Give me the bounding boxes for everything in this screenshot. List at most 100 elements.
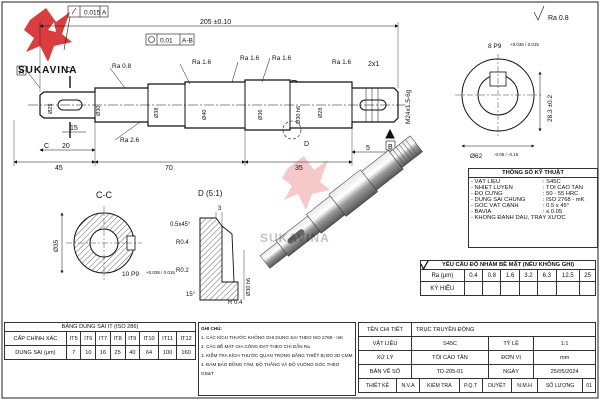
tolerance-value: 100 [157, 345, 178, 360]
det-dia-30h6: Ø30 h6 [246, 278, 252, 296]
tolerance-grade: IT12 [176, 331, 196, 346]
tolerance-value-label: DUNG SAI (μm) [4, 345, 67, 360]
det-r04a: R0.4 [176, 240, 189, 246]
tolerance-box: BẢNG DUNG SAI IT (ISO 286) CẤP CHÍNH XÁC… [4, 322, 196, 360]
ra-label-6: Ra 2.6 [120, 137, 140, 144]
spec-key: - KHÔNG ĐÁNH DẤU, TRẦY XƯỚC [471, 215, 566, 221]
detail-d-view [199, 212, 245, 301]
ra-label-4: Ra 1.6 [272, 55, 292, 62]
len-70: 70 [165, 165, 173, 172]
key-8-p9: 8 P9 [488, 43, 502, 50]
tb-approve-label: DUYỆT [481, 378, 513, 394]
ra-corner-label: Ra 0.8 [548, 15, 569, 22]
spec-key: - ĐỘ CỨNG [471, 191, 503, 197]
spec-table: - VẬT LIỆU : S45C - NHIỆT LUYỆN : TÔI CAO T… [469, 179, 597, 221]
len-15: 15 [70, 125, 78, 132]
tolerance-value: 40 [124, 345, 141, 360]
det-15deg: 15° [186, 292, 196, 298]
tolerance-grade: IT10 [139, 331, 159, 346]
dia-30-h6: Ø30 h6 [296, 106, 302, 124]
title-block: TÊN CHI TIẾT TRỤC TRUYỀN ĐỘNG VẬT LIỆU S… [358, 322, 596, 394]
tb-treat: TÔI CAO TẦN [411, 350, 489, 365]
concentricity-value: 0.01 [160, 38, 173, 45]
spec-row: - VẬT LIỆU : S45C [469, 179, 597, 185]
ra-label-1: Ra 0.8 [112, 63, 132, 70]
dia-36: Ø36 [258, 110, 264, 120]
tolerance-value: 10 [80, 345, 97, 360]
det-3: 3 [218, 206, 222, 212]
notes-box: GHI CHÚ: 1. CÁC KÍCH THƯỚC KHÔNG GHI DUN… [198, 322, 356, 396]
note-item: 4. ĐẢM BẢO ĐỒNG TÂM, ĐỘ THẲNG VÀ ĐỘ VUÔN… [201, 362, 340, 376]
total-length-dim: 205 ±0.10 [200, 19, 231, 26]
roughness-symbol-icon [420, 260, 502, 296]
tb-design: N.V.A [395, 378, 421, 394]
spec-key: - DUNG SAI CHUNG [471, 197, 526, 203]
det-r04b: R 0.4 [228, 300, 243, 306]
tolerance-grade: IT6 [80, 331, 97, 346]
ra-label-5: Ra 1.6 [332, 59, 352, 66]
tb-design-label: THIẾT KẾ [358, 378, 397, 394]
cc-key-10p9: 10 P9 [122, 271, 139, 278]
tolerance-title: BẢNG DUNG SAI IT (ISO 286) [4, 322, 196, 331]
brand-logo [24, 8, 72, 62]
spec-value: : S45C [542, 179, 561, 185]
roughness-symbol-icon [420, 260, 484, 296]
roughness-value: 0.4 [463, 269, 484, 282]
tb-qty: 01 [582, 378, 596, 394]
roughness-symbol-icon [420, 260, 520, 296]
tolerance-value: 7 [65, 345, 82, 360]
spec-key: - VẬT LIỆU [471, 179, 501, 185]
det-r02: R0.2 [176, 268, 189, 274]
tolerance-grade: IT7 [95, 331, 111, 346]
spec-row: - DUNG SAI CHUNG: ISO 2768 - mK [469, 197, 597, 203]
roughness-value: 12.5 [555, 269, 581, 282]
roughness-symbol-icon [420, 260, 557, 296]
detail-d-title: D (5:1) [198, 189, 223, 198]
section-mark-c-bottom: C [44, 143, 49, 150]
tolerance-grade: IT11 [157, 331, 178, 346]
tb-treat-label: XỬ LÝ [358, 350, 412, 365]
len-45: 45 [55, 165, 63, 172]
main-shaft-view [13, 22, 405, 166]
tb-unit: mm [533, 350, 596, 365]
det-chamfer: 0.5x45° [170, 222, 191, 228]
datum-b: B [388, 144, 393, 151]
spec-box: THÔNG SỐ KỸ THUẬT - VẬT LIỆU : S45C - NHIỆ… [468, 168, 598, 248]
perpendicularity-datum: A [102, 10, 107, 17]
detail-mark-d: D [304, 141, 309, 148]
tolerance-value: 25 [109, 345, 126, 360]
key-8-tol: +0.036 / 0.015 [510, 42, 539, 47]
concentricity-datum: A-B [182, 38, 193, 45]
section-mark-c-top: C [66, 67, 71, 74]
ra-label-2: Ra 1.6 [192, 59, 212, 66]
tb-check-label: KIỂM TRA [419, 378, 460, 394]
dia-40: Ø40 [202, 110, 208, 120]
tolerance-value: 64 [139, 345, 159, 360]
datum-a: A [19, 69, 24, 76]
tb-scale: 1:1 [533, 336, 596, 351]
roughness-value: 6.3 [537, 269, 557, 282]
spec-row: - KHÔNG ĐÁNH DẤU, TRẦY XƯỚC [469, 215, 597, 221]
spec-row: - BAVIA: ≤ 0.05 [469, 209, 597, 215]
tb-check: P.Q.T [458, 378, 483, 394]
thread-dim: M24x1.5-6g [405, 89, 412, 124]
spec-value: : 50 - 55 HRC [542, 191, 579, 197]
tb-mat: S45C [411, 336, 489, 351]
spec-row: - GÓC VÁT CẠNH: 0.5 x 45° [469, 203, 597, 209]
cc-dia-35: Ø35 [53, 239, 60, 252]
spec-title: THÔNG SỐ KỸ THUẬT [469, 169, 597, 178]
roughness-symbol-icon [420, 260, 581, 296]
len-35: 35 [295, 165, 303, 172]
section-cc-view [60, 206, 142, 280]
cc-key-tol: +0.036 / 0.015 [146, 270, 175, 275]
dia-28: Ø28 [318, 108, 324, 118]
tb-dwg-label: BẢN VẼ SỐ [358, 364, 412, 379]
spec-key: - NHIỆT LUYỆN [471, 185, 513, 191]
tb-dwg: TD-205-01 [411, 364, 489, 379]
roughness-value: 3.2 [518, 269, 539, 282]
spec-value: : TÔI CAO TẦN [542, 185, 583, 191]
